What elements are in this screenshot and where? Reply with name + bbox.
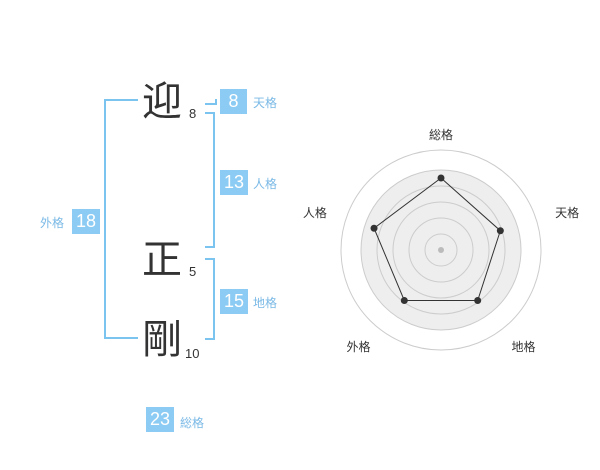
radar-axis-label: 外格 <box>346 339 370 354</box>
jinkaku-label: 人格 <box>253 177 278 191</box>
stroke-count-1: 8 <box>189 106 197 121</box>
name-char-2: 正 <box>142 237 182 283</box>
gaikaku-label: 外格 <box>40 216 65 230</box>
radar-ring <box>360 169 522 331</box>
soukaku-value: 23 <box>146 407 174 432</box>
radar-center <box>438 247 444 253</box>
radar-point <box>370 224 378 232</box>
chikaku-label: 地格 <box>253 296 278 310</box>
jinkaku-bracket <box>205 112 215 248</box>
radar-point <box>474 296 482 304</box>
jinkaku-value: 13 <box>220 170 248 195</box>
radar-axis-label: 天格 <box>555 205 579 220</box>
radar-ring <box>376 185 506 315</box>
soukaku-label: 総格 <box>180 416 205 430</box>
radar-point <box>496 227 504 235</box>
chikaku-bracket <box>205 258 215 340</box>
radar-ring <box>408 217 474 283</box>
tenkaku-label: 天格 <box>253 96 278 110</box>
gaikaku-bracket <box>104 99 138 339</box>
radar-ring <box>392 201 490 299</box>
radar-axis-label: 地格 <box>512 339 536 354</box>
chikaku-value: 15 <box>220 289 248 314</box>
radar-outer-ring <box>340 149 542 351</box>
radar-axis-label: 総格 <box>429 127 453 142</box>
tenkaku-bracket <box>205 99 217 105</box>
name-char-3: 剛 <box>142 317 182 363</box>
gaikaku-value: 18 <box>72 209 100 234</box>
radar-point <box>437 174 445 182</box>
stroke-count-3: 10 <box>185 346 200 361</box>
radar-series-line <box>373 177 501 301</box>
radar-ring <box>424 233 458 267</box>
name-char-1: 迎 <box>142 79 182 125</box>
tenkaku-value: 8 <box>220 89 247 114</box>
stroke-count-2: 5 <box>189 264 197 279</box>
radar-axis-label: 人格 <box>303 205 327 220</box>
radar-point <box>400 296 408 304</box>
